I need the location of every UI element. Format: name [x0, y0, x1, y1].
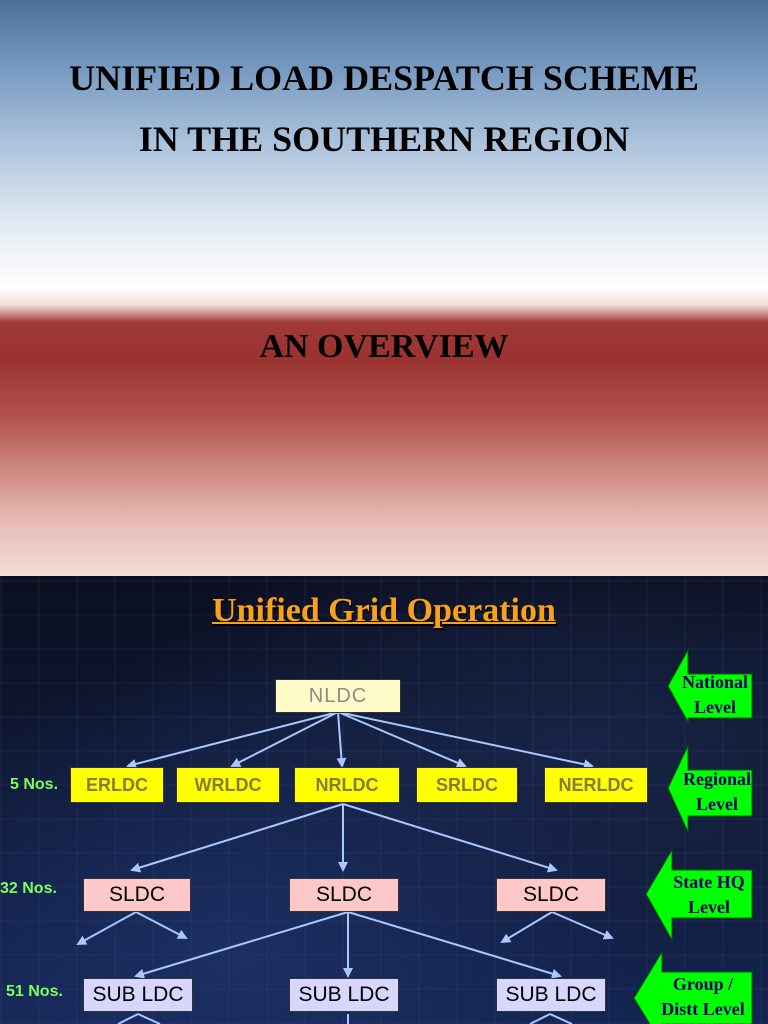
connector-sldc2-sub1 [134, 911, 349, 979]
regional-count: 5 Nos. [10, 776, 59, 793]
connector-sldc3-right [551, 911, 614, 940]
hierarchy-title: Unified Grid Operation [212, 592, 556, 629]
level-label-state: State HQ Level [659, 870, 759, 920]
rldc-box-nerldc: NERLDC [544, 767, 648, 803]
level-line2: Level [696, 794, 738, 814]
sldc-label: SLDC [315, 883, 373, 906]
connector-sldc3-left [500, 911, 553, 944]
hierarchy-slide: Unified Grid Operation [0, 576, 768, 1024]
rldc-label: WRLDC [194, 774, 262, 795]
rldc-label: NRLDC [315, 774, 379, 795]
connector-sub-stub-4 [529, 1013, 551, 1024]
level-label-regional: Regional Level [667, 767, 767, 817]
connector-nldc-nrldc [336, 711, 347, 768]
rldc-box-srldc: SRLDC [416, 767, 518, 803]
subldc-box-1: SUB LDC [83, 978, 193, 1012]
level-line1: Group / [672, 974, 734, 994]
connector-sub-stub-5 [549, 1013, 573, 1024]
level-line2: Distt Level [661, 999, 745, 1019]
connector-nldc-nerldc [337, 711, 594, 770]
subldc-label: SUB LDC [298, 983, 390, 1006]
rldc-label: NERLDC [558, 774, 634, 795]
connector-sldc1-right [135, 911, 188, 939]
rldc-box-wrldc: WRLDC [176, 767, 280, 803]
subldc-label: SUB LDC [505, 983, 597, 1006]
slide-subtitle: AN OVERVIEW [259, 328, 509, 365]
subldc-box-2: SUB LDC [289, 978, 399, 1012]
connector-nrldc-sldc1 [130, 803, 344, 873]
level-arrow-district [633, 950, 753, 1024]
nldc-box: NLDC [275, 679, 401, 713]
rldc-box-erldc: ERLDC [70, 767, 164, 803]
connector-sldc1-left [76, 911, 137, 945]
state-count: 32 Nos. [0, 880, 57, 897]
level-line1: State HQ [673, 872, 745, 892]
sldc-label: SLDC [108, 883, 166, 906]
nldc-label: NLDC [308, 684, 368, 707]
level-arrow-state [645, 848, 753, 942]
district-count: 51 Nos. [6, 983, 63, 1000]
level-line1: National [681, 672, 748, 692]
sldc-box-3: SLDC [496, 878, 606, 912]
level-label-district: Group / Distt Level [653, 972, 753, 1022]
level-arrow-regional [667, 745, 753, 833]
sldc-box-1: SLDC [83, 878, 191, 912]
connector-nrldc-sldc3 [342, 803, 558, 873]
connector-nldc-wrldc [230, 711, 339, 767]
rldc-box-nrldc: NRLDC [294, 767, 400, 803]
level-label-national: National Level [665, 670, 765, 720]
level-line2: Level [688, 897, 730, 917]
level-arrow-national [667, 648, 753, 724]
connector-sub-stub-1 [117, 1013, 139, 1024]
rldc-label: ERLDC [86, 774, 148, 795]
slide-title: UNIFIED LOAD DESPATCH SCHEME IN THE SOUT… [69, 58, 699, 159]
subldc-box-3: SUB LDC [496, 978, 606, 1012]
subldc-label: SUB LDC [92, 983, 184, 1006]
connector-sldc2-sub3 [347, 911, 562, 979]
level-line2: Level [694, 697, 736, 717]
connector-nldc-erldc [126, 711, 339, 769]
connector-nldc-srldc [337, 711, 467, 768]
title-slide: UNIFIED LOAD DESPATCH SCHEME IN THE SOUT… [0, 0, 768, 576]
rldc-label: SRLDC [436, 774, 498, 795]
level-line1: Regional [682, 769, 751, 789]
hierarchy-connectors [76, 648, 753, 1024]
sldc-box-2: SLDC [289, 878, 399, 912]
connector-sub-stub-2 [137, 1013, 161, 1024]
sldc-label: SLDC [522, 883, 580, 906]
